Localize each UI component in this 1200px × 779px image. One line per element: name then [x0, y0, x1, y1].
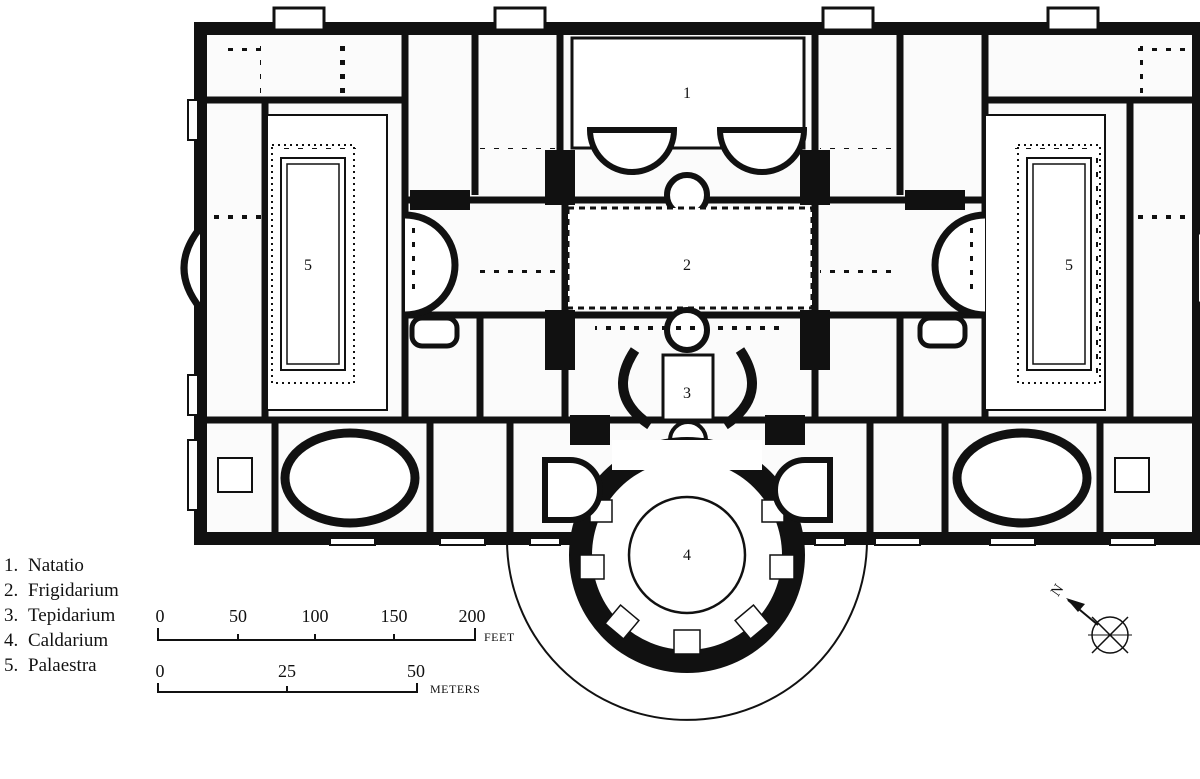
- bottom-portals: [329, 537, 1156, 546]
- room-label-caldarium: 4: [683, 547, 691, 564]
- legend-label: Frigidarium: [28, 580, 119, 601]
- legend-item-palaestra: 5. Palaestra: [4, 653, 174, 678]
- left-exedra: [180, 225, 203, 311]
- legend-number: 5.: [4, 655, 19, 676]
- room-label-frigidarium: 2: [683, 257, 691, 274]
- frigidarium: [566, 206, 814, 353]
- palaestra-right: [984, 114, 1106, 411]
- legend-number: 1.: [4, 555, 19, 576]
- legend-label: Natatio: [28, 555, 84, 576]
- legend-item-tepidarium: 3. Tepidarium: [4, 603, 174, 628]
- legend-item-caldarium: 4. Caldarium: [4, 628, 174, 653]
- top-portals: [272, 6, 1100, 32]
- room-label-tepidarium: 3: [683, 385, 691, 402]
- side-buttresses: [187, 99, 199, 511]
- colonnades: [210, 40, 1190, 538]
- basins: [409, 315, 968, 349]
- apse-rooms: [542, 457, 833, 523]
- compass-letter: N: [1048, 581, 1067, 599]
- tepidarium: [618, 347, 757, 442]
- scale-meters-tick-label: 25: [278, 661, 296, 681]
- room-label-palaestra-left: 5: [304, 257, 312, 274]
- caldarium-precinct-arc: [506, 539, 868, 721]
- scale-meters-tick-label: 50: [407, 661, 425, 681]
- palaestra-left: [266, 114, 388, 411]
- legend-number: 4.: [4, 630, 19, 651]
- scale-feet-unit: FEET: [484, 630, 515, 644]
- legend-label: Tepidarium: [28, 605, 116, 626]
- legend-item-natatio: 1. Natatio: [4, 553, 174, 578]
- wall-masses: [410, 150, 965, 445]
- legend-label: Palaestra: [28, 655, 97, 676]
- oval-halls: [280, 428, 1092, 528]
- scale-feet-tick-label: 150: [381, 606, 408, 626]
- legend-number: 3.: [4, 605, 19, 626]
- scale-meters-tick-label: 0: [156, 661, 165, 681]
- room-label-natatio: 1: [683, 85, 691, 102]
- scale-feet-tick-label: 50: [229, 606, 247, 626]
- scale-bar-feet: 0 50 100 150 200 FEET: [156, 606, 515, 644]
- legend-number: 2.: [4, 580, 19, 601]
- room-label-palaestra-right: 5: [1065, 257, 1073, 274]
- legend-item-frigidarium: 2. Frigidarium: [4, 578, 174, 603]
- legend-label: Caldarium: [28, 630, 109, 651]
- north-arrow-icon: N: [1048, 581, 1132, 654]
- room-legend: 1. Natatio 2. Frigidarium 3. Tepidarium 4. C…: [4, 553, 174, 678]
- corner-squares: [217, 457, 1150, 493]
- scale-feet-tick-label: 0: [156, 606, 165, 626]
- natatio: [570, 36, 808, 218]
- scale-bar-meters: 0 25 50 METERS: [156, 661, 480, 696]
- scale-feet-tick-label: 100: [302, 606, 329, 626]
- scale-feet-tick-label: 200: [459, 606, 486, 626]
- caldarium: [569, 437, 805, 673]
- scale-meters-unit: METERS: [430, 682, 480, 696]
